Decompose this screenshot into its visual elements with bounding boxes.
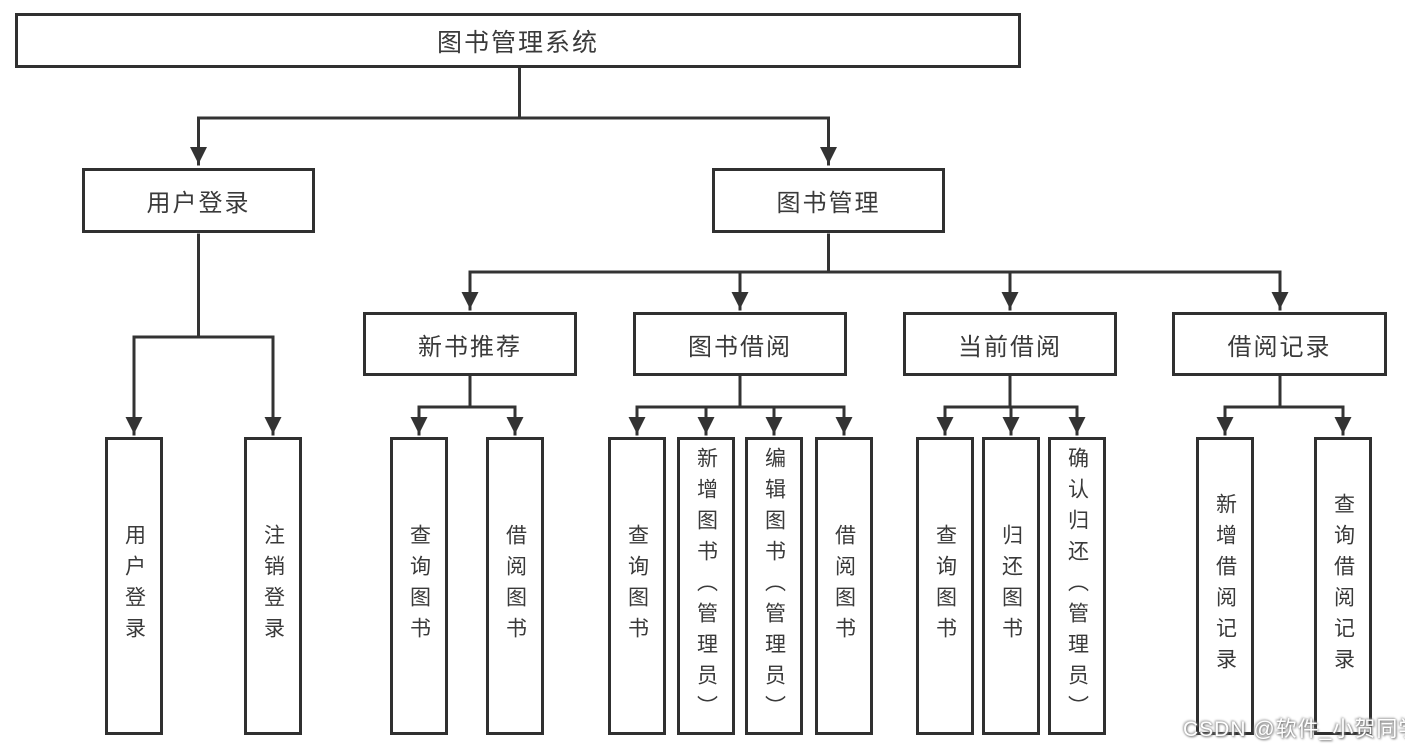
leaf-borrow-borrow-books: 借阅图书 — [815, 437, 873, 735]
leaf-current-return-books: 归还图书 — [982, 437, 1040, 735]
leaf-borrow-edit-books-admin: 编辑图书（管理员） — [745, 437, 803, 735]
leaf-logout: 注销登录 — [244, 437, 302, 735]
leaf-newbook-borrow-books: 借阅图书 — [486, 437, 544, 735]
leaf-newbook-query-books: 查询图书 — [390, 437, 448, 735]
connector-currentborrow-to-leaves — [936, 374, 1086, 436]
connector-bookborrow-to-leaves — [628, 374, 853, 436]
connector-records-to-leaves — [1216, 374, 1352, 436]
connector-newbook-to-leaves — [410, 374, 524, 436]
connector-root-to-level2 — [190, 66, 837, 166]
node-book-borrow: 图书借阅 — [633, 312, 847, 376]
node-library-system: 图书管理系统 — [15, 13, 1021, 68]
leaf-borrow-query-books: 查询图书 — [608, 437, 666, 735]
node-new-book-recommend: 新书推荐 — [363, 312, 577, 376]
leaf-borrow-add-books-admin: 新增图书（管理员） — [677, 437, 735, 735]
node-current-borrow: 当前借阅 — [903, 312, 1117, 376]
node-book-management: 图书管理 — [712, 168, 945, 233]
connector-userlogin-to-leaves — [125, 233, 282, 436]
node-borrow-records: 借阅记录 — [1172, 312, 1387, 376]
node-user-login: 用户登录 — [82, 168, 315, 233]
leaf-records-query-record: 查询借阅记录 — [1314, 437, 1372, 735]
leaf-records-add-record: 新增借阅记录 — [1196, 437, 1254, 735]
connector-bookmgmt-to-level3 — [461, 233, 1289, 311]
leaf-current-query-books: 查询图书 — [916, 437, 974, 735]
watermark: CSDN @软件_小贺同学 — [1183, 718, 1405, 741]
leaf-user-login: 用户登录 — [105, 437, 163, 735]
leaf-current-confirm-return-admin: 确认归还（管理员） — [1048, 437, 1106, 735]
